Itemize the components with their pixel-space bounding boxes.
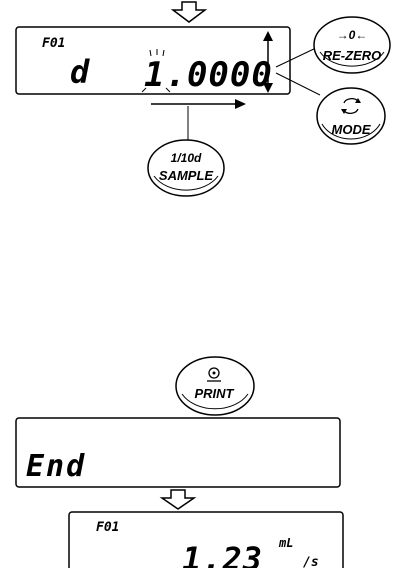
unit-label: mL [278,536,293,550]
sample-label-line1: 1/10d [171,151,202,165]
print-label: PRINT [195,386,235,401]
weight-value: 1.0000 [144,55,273,95]
rezero-symbol: →0← [337,28,368,42]
cycle-icon [341,98,361,114]
blink-indicator-icon [141,49,171,93]
right-arrow-icon [151,99,246,109]
down-arrow-icon [170,1,208,23]
mode-label: MODE [332,122,371,137]
lcd-display-top: F01 d 1.0000 [15,26,291,95]
param-label: d [70,53,90,91]
sample-label-line2: SAMPLE [159,168,214,183]
print-icon [207,367,221,382]
sample-button[interactable]: 1/10d SAMPLE [147,139,225,197]
print-button[interactable]: PRINT [175,356,255,416]
rezero-button[interactable]: →0← RE-ZERO [313,16,391,74]
unit-suffix: /s [303,555,319,568]
flow-value: 1.23 [182,540,263,568]
function-code: F01 [42,36,65,51]
down-arrow-icon [159,489,197,510]
lcd-display-bottom: F01 1.23 mL /s [68,511,344,568]
rezero-label: RE-ZERO [323,48,382,63]
mode-button[interactable]: MODE [316,87,386,145]
function-code: F01 [96,520,119,535]
up-down-arrow-icon [263,31,273,93]
lcd-display-end: End [15,417,341,488]
end-text: End [26,449,86,484]
